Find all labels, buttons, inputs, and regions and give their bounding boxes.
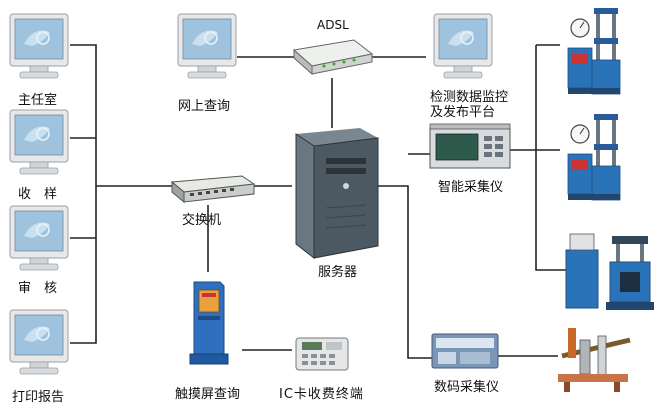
adsl-modem-icon — [292, 39, 374, 76]
label-smart-collector: 智能采集仪 — [438, 180, 504, 195]
label-digital-collector: 数码采集仪 — [434, 380, 500, 395]
label-adsl: ADSL — [317, 18, 349, 32]
label-monitor-platform-1: 检测数据监控 — [430, 90, 509, 105]
monitor-icon-sample — [9, 109, 69, 175]
touch-kiosk-icon — [189, 281, 229, 365]
network-switch-icon — [170, 175, 256, 204]
digital-collector-icon — [431, 333, 499, 369]
label-review: 审 核 — [18, 281, 58, 296]
monitor-icon-director — [9, 13, 69, 79]
label-ic-card-terminal: IC卡收费终端 — [279, 387, 364, 402]
ic-card-terminal-icon — [295, 337, 349, 371]
monitor-icon-review — [9, 205, 69, 271]
label-print-report: 打印报告 — [12, 390, 65, 405]
label-sample-receipt: 收 样 — [18, 187, 58, 202]
label-touch-kiosk: 触摸屏查询 — [175, 387, 241, 402]
smart-collector-icon — [429, 123, 511, 169]
testing-machine-icon-3 — [565, 233, 654, 310]
connection-lines — [70, 44, 566, 359]
monitor-icon-platform — [433, 13, 493, 79]
monitor-icon-print — [9, 309, 69, 375]
label-switch: 交换机 — [182, 213, 222, 228]
label-monitor-platform-2: 及发布平台 — [430, 105, 496, 120]
label-director-office: 主任室 — [18, 93, 58, 108]
server-icon — [295, 128, 379, 260]
flexure-apparatus-icon — [558, 328, 631, 392]
label-web-query: 网上查询 — [178, 99, 231, 114]
testing-machine-icon-2 — [567, 113, 621, 201]
testing-machine-icon-1 — [567, 7, 621, 95]
monitor-icon-web-query — [177, 13, 237, 79]
label-server: 服务器 — [318, 265, 358, 280]
